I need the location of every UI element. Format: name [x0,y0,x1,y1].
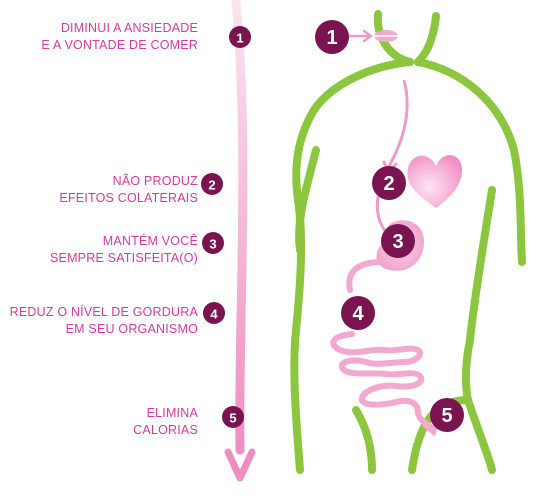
body-marker-4-label: 4 [352,303,364,325]
benefit-2-text: NÃO PRODUZ EFEITOS COLATERAIS [0,173,198,207]
esophagus-arrow [386,79,409,169]
step-4-badge-circle [203,302,225,324]
progress-arrow-head [224,448,256,482]
progress-arrow-shaft [231,0,248,455]
step-2-badge: 2 [201,173,223,195]
body-marker-2-label: 2 [383,173,394,195]
step-5-badge-label: 5 [229,411,236,426]
body-marker-5-label: 5 [441,405,452,427]
stomach-arrow [375,195,388,233]
benefit-5-line1: ELIMINA [146,406,198,420]
body-marker-3: 3 [381,224,415,258]
step-5-badge-circle [222,406,244,428]
benefit-5-line2: CALORIAS [133,423,198,437]
step-5-badge: 5 [222,406,244,428]
benefit-2-line2: EFEITOS COLATERAIS [59,191,198,205]
step-4-badge: 4 [203,302,225,324]
benefit-5-text: ELIMINA CALORIAS [0,405,198,439]
benefit-4-line2: EM SEU ORGANISMO [65,322,198,336]
body-marker-2: 2 [372,166,406,200]
benefit-3-line1: MANTÉM VOCÊ [102,234,198,248]
step-2-badge-circle [201,173,223,195]
step-3-badge-circle [202,232,224,254]
benefit-2-line1: NÃO PRODUZ [112,174,198,188]
benefit-4-text: REDUZ O NÍVEL DE GORDURA EM SEU ORGANISM… [0,304,198,338]
benefit-1-line1: DIMINUI A ANSIEDADE [60,21,198,35]
step-2-badge-label: 2 [208,178,215,193]
body-marker-3-label: 3 [392,231,403,253]
body-marker-2-circle [372,166,406,200]
benefit-1-text: DIMINUI A ANSIEDADE E A VONTADE DE COMER [0,20,198,54]
step-3-badge-label: 3 [209,237,216,252]
heart-organ [407,155,462,208]
body-marker-4-circle [341,296,375,330]
body-marker-5-circle [430,398,464,432]
body-marker-5: 5 [430,398,464,432]
step-1-badge-label: 1 [236,31,243,46]
body-marker-1-label: 1 [326,27,337,49]
body-marker-4: 4 [341,296,375,330]
body-marker-1: 1 [315,20,349,54]
benefit-3-line2: SEMPRE SATISFEITA(O) [50,251,198,265]
step-4-badge-label: 4 [210,307,218,322]
step-1-badge: 1 [229,26,251,48]
benefit-3-text: MANTÉM VOCÊ SEMPRE SATISFEITA(O) [0,233,198,267]
intestines-organ [330,331,437,433]
duodenum [346,259,385,293]
benefit-1-line2: E A VONTADE DE COMER [41,38,198,52]
step-3-badge: 3 [202,232,224,254]
body-marker-1-circle [315,20,349,54]
step-1-badge-circle [229,26,251,48]
body-marker-3-circle [381,224,415,258]
benefit-4-line1: REDUZ O NÍVEL DE GORDURA [9,305,198,319]
